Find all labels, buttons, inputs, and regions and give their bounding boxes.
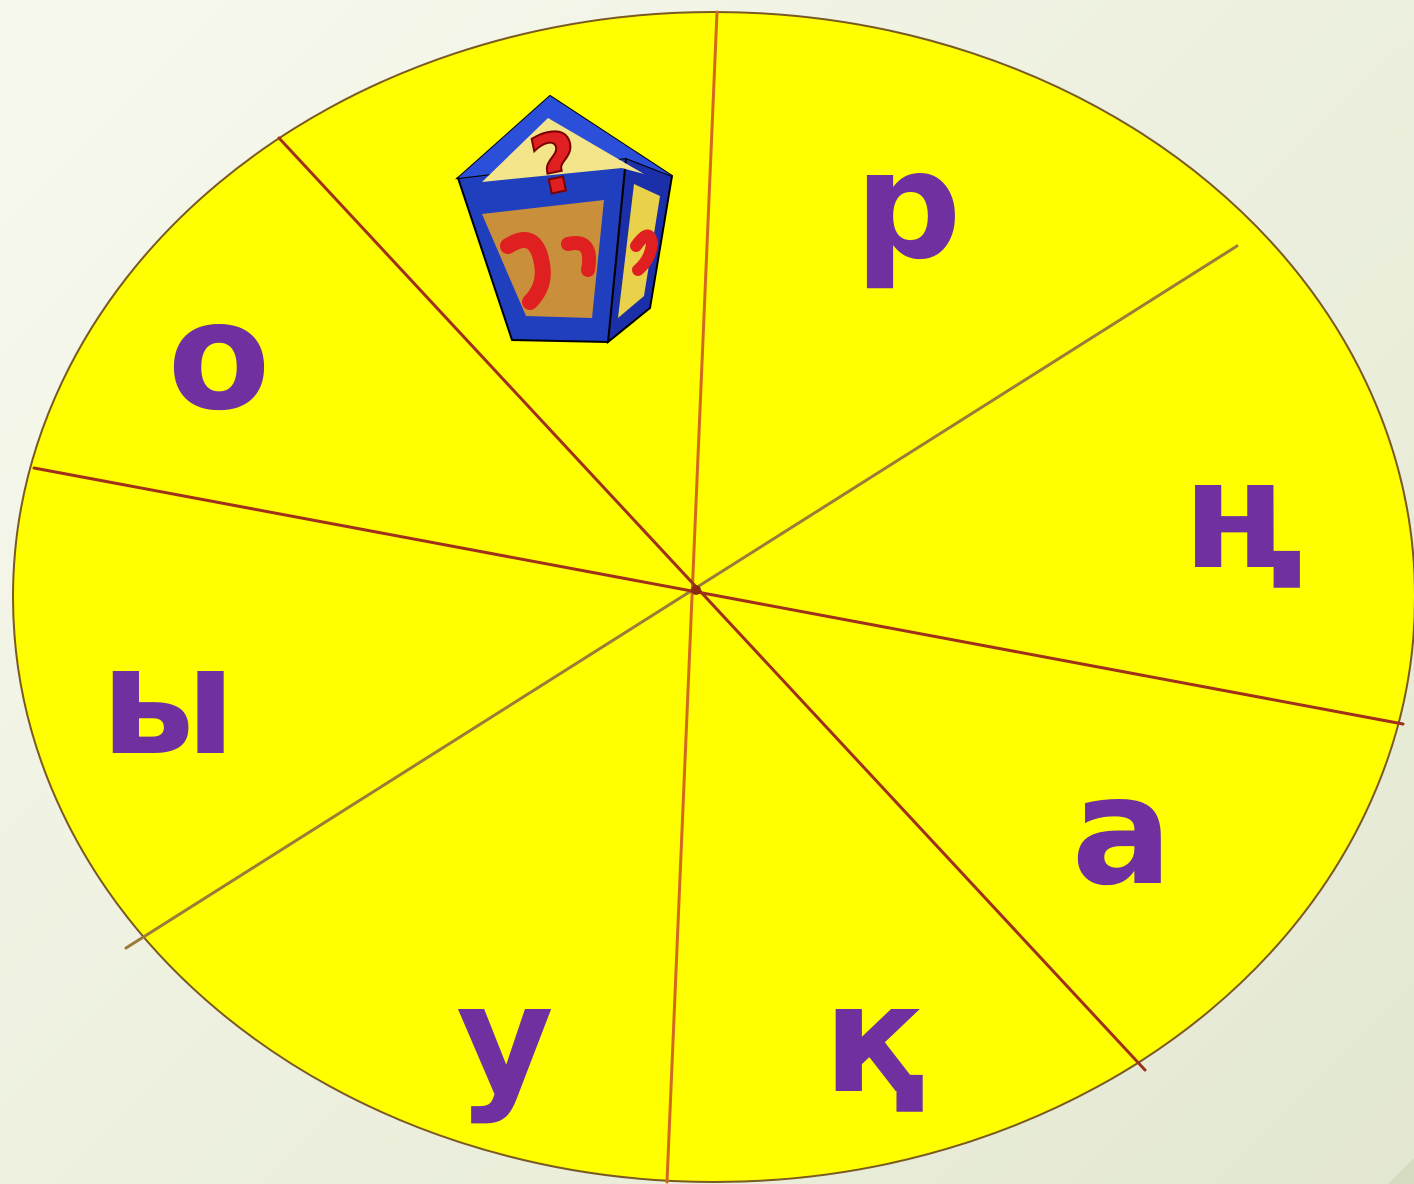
slide-corner-decoration — [1388, 1158, 1414, 1184]
wheel-hub — [691, 585, 701, 595]
wheel-disc — [13, 12, 1414, 1182]
